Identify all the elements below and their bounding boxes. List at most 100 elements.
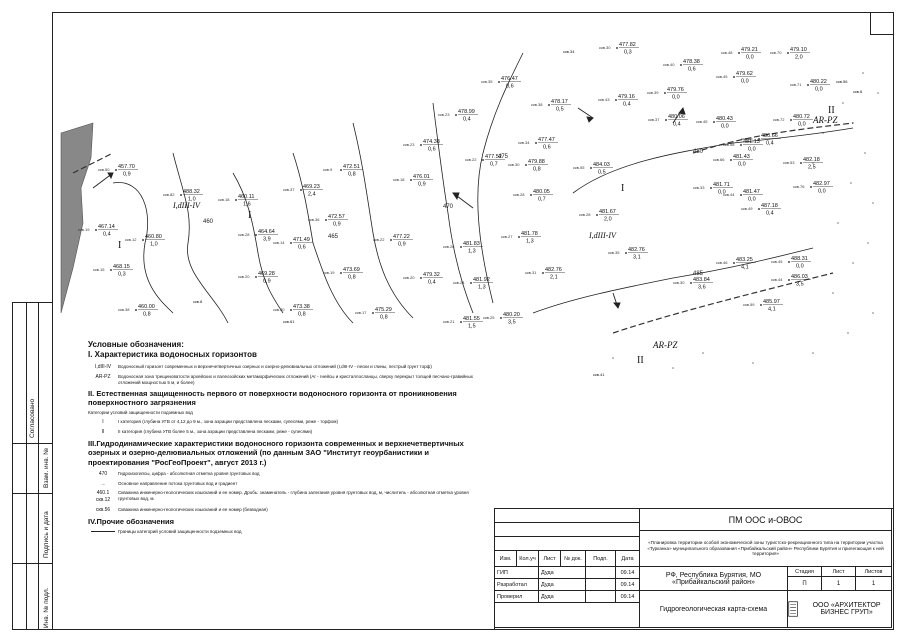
well-level: 479.21 bbox=[741, 47, 758, 53]
well-marker bbox=[235, 199, 237, 201]
well-level: 478.99 bbox=[458, 109, 475, 115]
well-depth: 0,0 bbox=[718, 190, 726, 196]
well-depth: 4,1 bbox=[741, 265, 749, 271]
well-level: 477.82 bbox=[619, 42, 636, 48]
well-level: 480.06 bbox=[668, 114, 685, 120]
well-depth: 0,8 bbox=[298, 312, 306, 318]
well-marker bbox=[615, 99, 617, 101]
well-marker bbox=[410, 179, 412, 181]
legend-description: Основное направление потока грунтовых во… bbox=[118, 480, 238, 486]
well-level: 482.76 bbox=[628, 247, 645, 253]
well-marker bbox=[790, 119, 792, 121]
project-cell: «Планировка территории особой экономичес… bbox=[640, 531, 892, 567]
well-depth: 1,0 bbox=[150, 242, 158, 248]
well-depth: 0,0 bbox=[796, 264, 804, 270]
well-level: 457.70 bbox=[118, 164, 135, 170]
well-number: скв.28 bbox=[579, 212, 591, 217]
well-level: 480.05 bbox=[533, 189, 550, 195]
sign-cell bbox=[586, 591, 616, 603]
well-depth: 0,6 bbox=[298, 245, 306, 251]
well-level: 478.17 bbox=[551, 99, 568, 105]
legend-symbol: II bbox=[101, 428, 105, 435]
well-marker bbox=[482, 159, 484, 161]
lake bbox=[60, 122, 94, 314]
well-level: 481.47 bbox=[743, 189, 760, 195]
well-marker bbox=[758, 138, 760, 140]
revision-cell bbox=[495, 509, 640, 523]
well-level: 479.62 bbox=[736, 71, 753, 77]
hydrogeological-map: 460 465 470 475 480 485 I I I II II bbox=[60, 42, 879, 377]
well-number: скв.45 bbox=[771, 259, 783, 264]
legend-item: AR-PZ Водоносная зона трещиноватости арх… bbox=[88, 374, 488, 386]
well-marker bbox=[530, 194, 532, 196]
well-level: 475.29 bbox=[375, 307, 392, 313]
well-level: 485.97 bbox=[763, 299, 780, 305]
well-depth: 0,4 bbox=[623, 102, 631, 108]
well-depth: 1,3 bbox=[468, 249, 476, 255]
legend: Условные обозначения: I. Характеристика … bbox=[88, 340, 488, 539]
zone-code-group: I,dIII-IV I,dIII-IV AR-PZ AR-PZ bbox=[172, 115, 838, 350]
role-cell: Проверил bbox=[495, 591, 539, 603]
well-level: 467.14 bbox=[98, 224, 115, 230]
well-level: 471.49 bbox=[293, 237, 310, 243]
sheet-value: 1 bbox=[822, 577, 856, 591]
well-depth: 0,0 bbox=[818, 189, 826, 195]
well-marker bbox=[255, 234, 257, 236]
well-number: скв.40 bbox=[663, 62, 675, 67]
well-marker bbox=[625, 252, 627, 254]
stage-value-text: П bbox=[802, 580, 807, 587]
legend-description: Границы категорий условий защищенности п… bbox=[118, 529, 242, 535]
well-marker bbox=[713, 121, 715, 123]
sheet-title: Гидрогеологическая карта-схема bbox=[659, 605, 768, 613]
well-number: скв.23 bbox=[403, 142, 415, 147]
well-number: скв.48 bbox=[721, 50, 733, 55]
well-marker bbox=[142, 239, 144, 241]
well-number: скв.68 bbox=[741, 136, 753, 141]
legend-item: I I категория (глубина УГВ от 4,12 до 9 … bbox=[88, 419, 488, 426]
zone-boundaries bbox=[72, 122, 854, 334]
legend-section-heading: I. Характеристика водоносных горизонтов bbox=[88, 350, 257, 360]
well-marker bbox=[420, 144, 422, 146]
corner-box bbox=[870, 13, 893, 35]
location-cell: РФ, Республика Бурятия, МО «Прибайкальск… bbox=[640, 567, 788, 591]
sheets-value-text: 1 bbox=[871, 580, 876, 587]
well-depth: 0,6 bbox=[543, 145, 551, 151]
flow-arrows bbox=[92, 107, 686, 309]
legend-title: Условные обозначения: bbox=[88, 340, 184, 349]
sheet-value-text: 1 bbox=[836, 580, 841, 587]
legend-section-heading: IV.Прочие обозначения bbox=[88, 516, 175, 526]
well-number: скв.12 bbox=[125, 237, 137, 242]
well-marker bbox=[810, 186, 812, 188]
legend-item: II II категория (глубина УГВ более 5 м.,… bbox=[88, 429, 488, 436]
well-marker bbox=[500, 317, 502, 319]
well-number: скв.36 bbox=[308, 217, 320, 222]
well-depth: 0,4 bbox=[463, 117, 471, 123]
well-number: скв.76 bbox=[793, 184, 805, 189]
well-depth: 0,0 bbox=[815, 87, 823, 93]
well-marker bbox=[110, 269, 112, 271]
well-depth: 3,9 bbox=[263, 237, 271, 243]
well-marker bbox=[664, 92, 666, 94]
legend-section-heading: III.Гидродинамические характеристики вод… bbox=[88, 438, 464, 468]
well-depth: 1,0 bbox=[188, 197, 196, 203]
well-level: 478.38 bbox=[683, 59, 700, 65]
well-marker bbox=[733, 262, 735, 264]
name-cell: Дуда bbox=[539, 591, 586, 603]
well-number: скв.34 bbox=[518, 140, 530, 145]
well-number: скв.24 bbox=[453, 280, 465, 285]
well-depth: 3,5 bbox=[508, 320, 516, 326]
well-marker bbox=[525, 164, 527, 166]
